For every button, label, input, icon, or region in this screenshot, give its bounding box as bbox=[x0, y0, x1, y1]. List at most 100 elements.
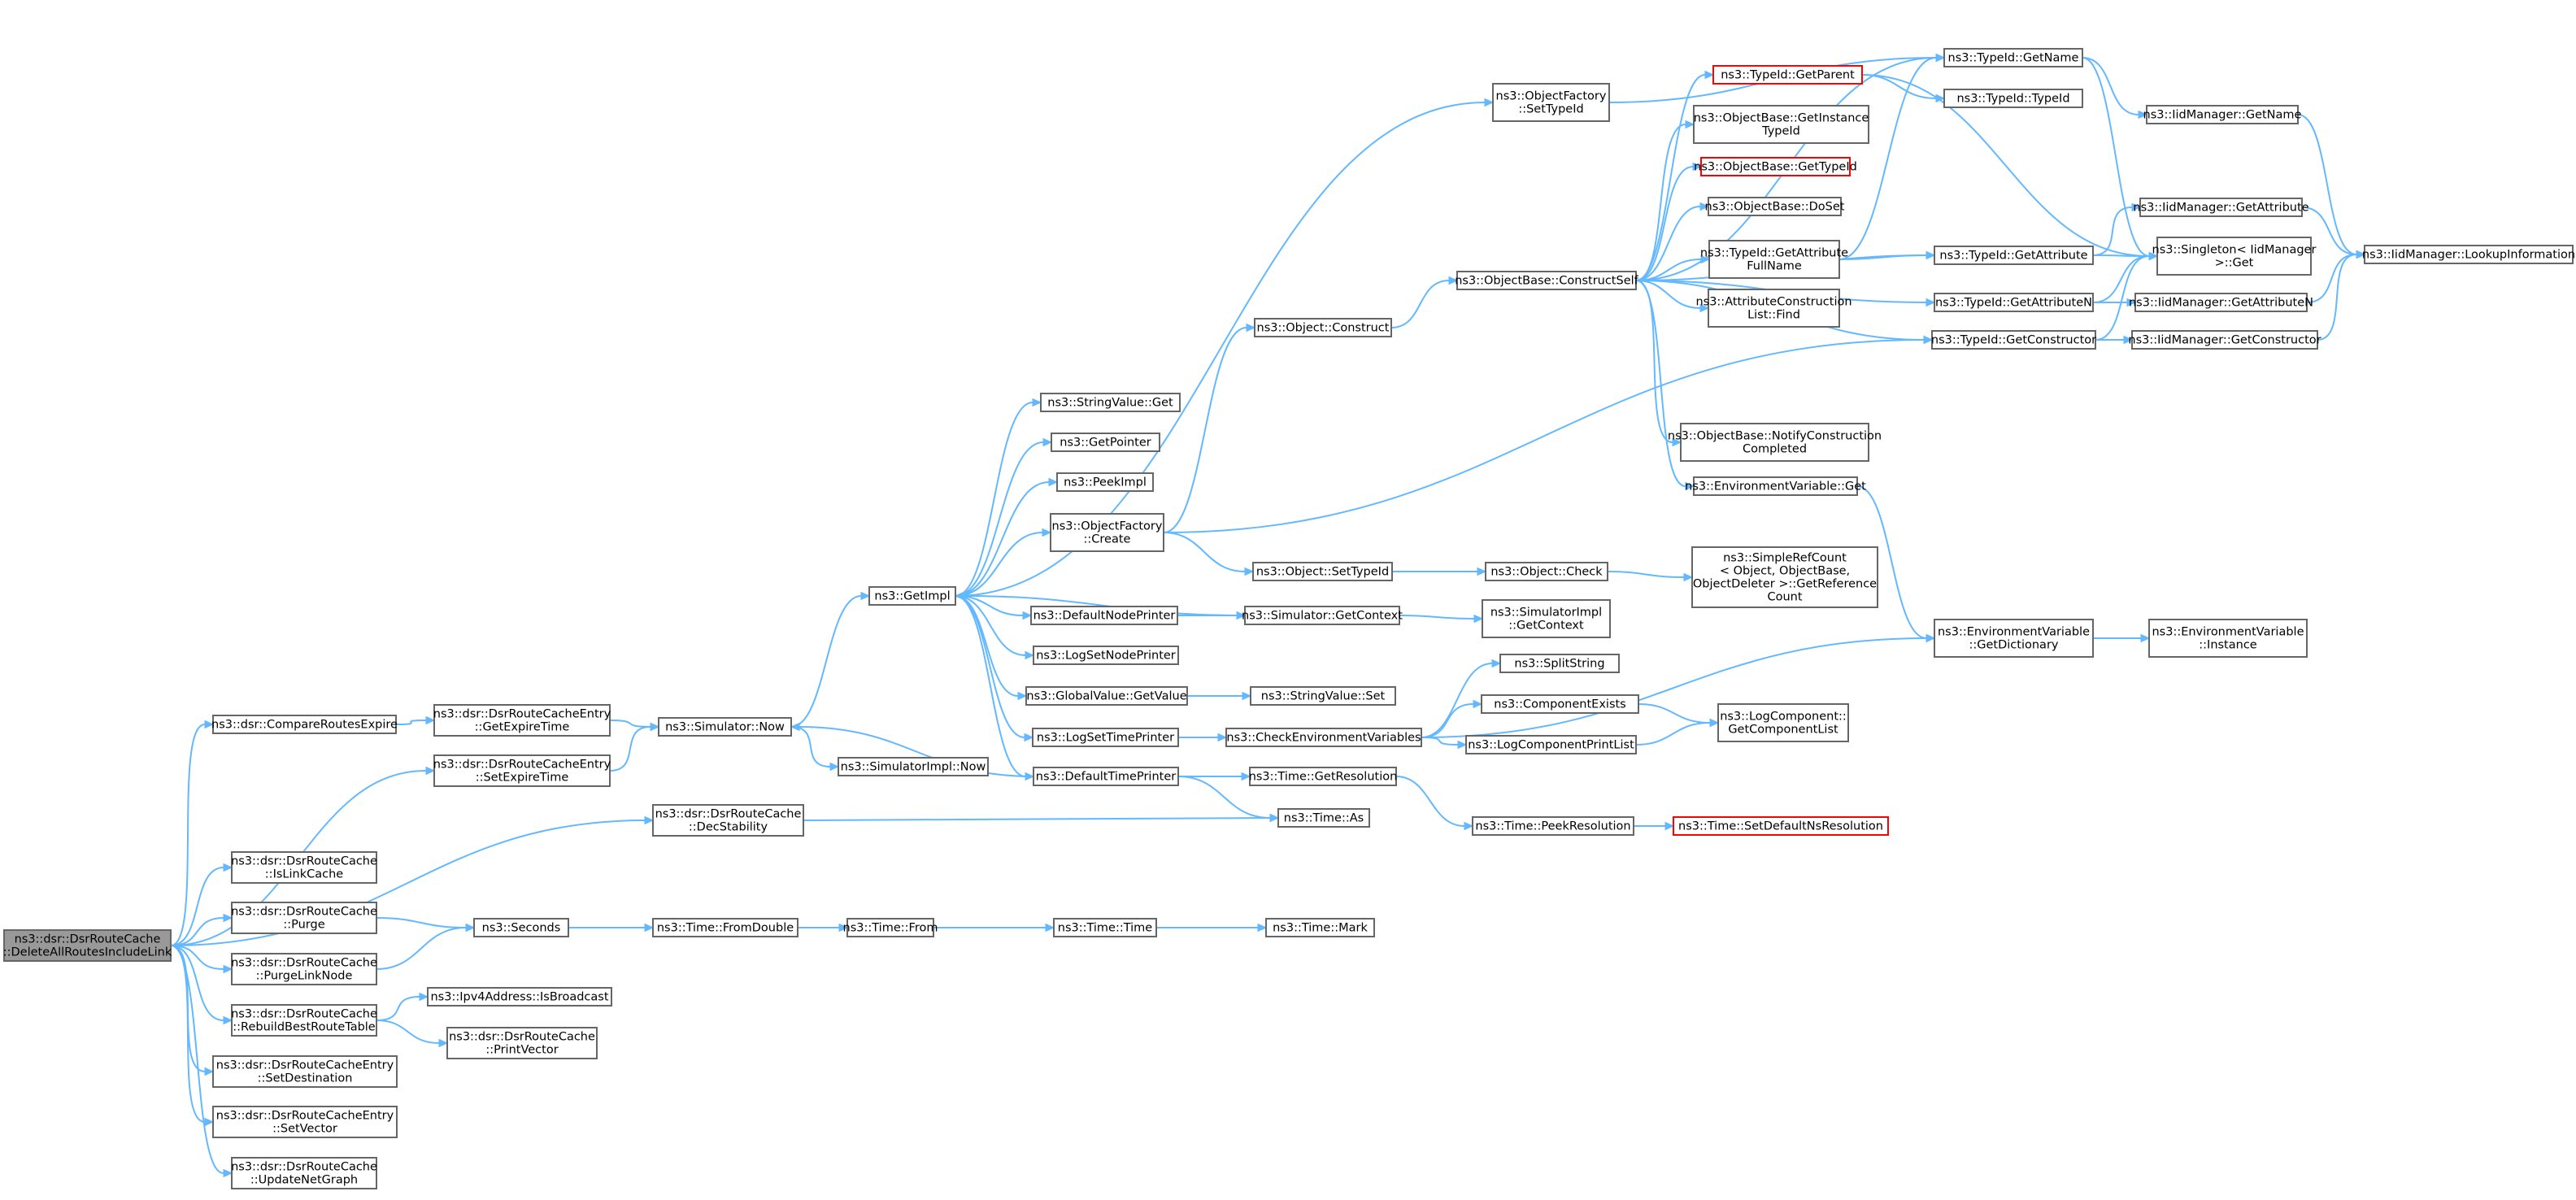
graph-node-ns3-iidmanager-getattribute[interactable]: ns3::IidManager::GetAttribute bbox=[2133, 198, 2309, 217]
graph-node-ns3-dsr-dsrroutecache-purge[interactable]: ns3::dsr::DsrRouteCache::Purge bbox=[231, 902, 377, 934]
graph-node-ns3-time-time[interactable]: ns3::Time::Time bbox=[1053, 918, 1157, 937]
graph-node-ns3-logcomponentprintlist[interactable]: ns3::LogComponentPrintList bbox=[1465, 735, 1637, 754]
graph-node-box[interactable] bbox=[1708, 289, 1840, 328]
graph-node-box[interactable] bbox=[1673, 816, 1889, 836]
graph-node-ns3-time-setdefaultnsresolution[interactable]: ns3::Time::SetDefaultNsResolution bbox=[1673, 816, 1889, 836]
graph-node-box[interactable] bbox=[868, 586, 956, 606]
graph-node-box[interactable] bbox=[1456, 271, 1637, 290]
graph-node-box[interactable] bbox=[433, 704, 611, 737]
graph-node-box[interactable] bbox=[212, 715, 397, 734]
graph-node-box[interactable] bbox=[212, 1055, 398, 1088]
graph-node-box[interactable] bbox=[1943, 48, 2083, 67]
graph-node-box[interactable] bbox=[1033, 767, 1179, 786]
graph-node-box[interactable] bbox=[1708, 197, 1842, 216]
graph-node-ns3-objectbase-doset[interactable]: ns3::ObjectBase::DoSet bbox=[1705, 197, 1845, 216]
graph-node-ns3-iidmanager-getname[interactable]: ns3::IidManager::GetName bbox=[2143, 105, 2302, 124]
graph-node-box[interactable] bbox=[1225, 728, 1422, 747]
graph-node-ns3-dsr-compareroutesexpire[interactable]: ns3::dsr::CompareRoutesExpire bbox=[211, 715, 398, 734]
graph-node-ns3-time-as[interactable]: ns3::Time::As bbox=[1277, 808, 1370, 828]
graph-node-box[interactable] bbox=[1691, 546, 1878, 608]
graph-node-box[interactable] bbox=[2134, 293, 2308, 312]
graph-node-box[interactable] bbox=[652, 918, 798, 937]
graph-node-box[interactable] bbox=[1712, 65, 1863, 85]
graph-node-ns3-typeid-getattribute[interactable]: ns3::TypeId::GetAttribute bbox=[1934, 246, 2094, 265]
graph-node-ns3-simulator-now[interactable]: ns3::Simulator::Now bbox=[658, 717, 792, 737]
graph-node-ns3-environmentvariable-instance[interactable]: ns3::EnvironmentVariable::Instance bbox=[2148, 619, 2308, 658]
graph-node-box[interactable] bbox=[1025, 686, 1188, 706]
graph-node-box[interactable] bbox=[1249, 767, 1397, 786]
graph-node-box[interactable] bbox=[1050, 513, 1164, 552]
graph-node-ns3-dsr-dsrroutecache-purgelinknode[interactable]: ns3::dsr::DsrRouteCache::PurgeLinkNode bbox=[231, 953, 377, 985]
graph-node-ns3-logsettimeprinter[interactable]: ns3::LogSetTimePrinter bbox=[1032, 728, 1179, 747]
graph-node-box[interactable] bbox=[1465, 735, 1637, 754]
graph-node-box[interactable] bbox=[1482, 599, 1611, 638]
graph-node-ns3-simulatorimpl-getcontext[interactable]: ns3::SimulatorImpl::GetContext bbox=[1482, 599, 1611, 638]
graph-node-box[interactable] bbox=[1252, 562, 1393, 581]
graph-node-box[interactable] bbox=[2148, 619, 2308, 658]
graph-node-box[interactable] bbox=[1693, 105, 1869, 144]
graph-node-box[interactable] bbox=[652, 804, 804, 837]
graph-node-box[interactable] bbox=[1693, 476, 1858, 496]
graph-node-ns3-environmentvariable-getdictionary[interactable]: ns3::EnvironmentVariable::GetDictionary bbox=[1934, 619, 2094, 658]
graph-node-ns3-objectbase-gettypeid[interactable]: ns3::ObjectBase::GetTypeId bbox=[1694, 157, 1857, 176]
graph-node-ns3-typeid-getattributen[interactable]: ns3::TypeId::GetAttributeN bbox=[1934, 293, 2094, 312]
graph-node-box[interactable] bbox=[1708, 240, 1840, 279]
graph-node-box[interactable] bbox=[1492, 83, 1610, 122]
graph-node-box[interactable] bbox=[1472, 816, 1634, 836]
graph-node-ns3-simulatorimpl-now[interactable]: ns3::SimulatorImpl::Now bbox=[838, 757, 989, 776]
graph-node-ns3-logcomponent-getcomponentlist[interactable]: ns3::LogComponent::GetComponentList bbox=[1717, 703, 1849, 742]
graph-node-ns3-defaulttimeprinter[interactable]: ns3::DefaultTimePrinter bbox=[1033, 767, 1179, 786]
graph-node-ns3-typeid-getconstructor[interactable]: ns3::TypeId::GetConstructor bbox=[1931, 330, 2096, 350]
graph-node-box[interactable] bbox=[473, 918, 569, 937]
graph-node-box[interactable] bbox=[446, 1027, 598, 1059]
graph-node-box[interactable] bbox=[212, 1106, 398, 1138]
graph-node-box[interactable] bbox=[1277, 808, 1370, 828]
graph-node-ns3-dsr-dsrroutecache-deleteallroutesincludelink[interactable]: ns3::dsr::DsrRouteCache::DeleteAllRoutes… bbox=[3, 929, 172, 962]
graph-node-ns3-time-fromdouble[interactable]: ns3::Time::FromDouble bbox=[652, 918, 798, 937]
graph-node-box[interactable] bbox=[1051, 433, 1160, 452]
graph-node-box[interactable] bbox=[1032, 728, 1179, 747]
graph-node-box[interactable] bbox=[231, 1157, 377, 1189]
graph-node-box[interactable] bbox=[1931, 330, 2096, 350]
graph-node-ns3-simplerefcount-object-objectbase-objectdeleter-getreference-count[interactable]: ns3::SimpleRefCount< Object, ObjectBase,… bbox=[1691, 546, 1878, 608]
graph-node-box[interactable] bbox=[1717, 703, 1849, 742]
graph-node-ns3-objectfactory-settypeid[interactable]: ns3::ObjectFactory::SetTypeId bbox=[1492, 83, 1610, 122]
graph-node-ns3-typeid-getparent[interactable]: ns3::TypeId::GetParent bbox=[1712, 65, 1863, 85]
graph-node-ns3-time-mark[interactable]: ns3::Time::Mark bbox=[1265, 918, 1375, 937]
graph-node-box[interactable] bbox=[1485, 562, 1608, 581]
graph-node-ns3-typeid-typeid[interactable]: ns3::TypeId::TypeId bbox=[1943, 89, 2083, 108]
graph-node-box[interactable] bbox=[846, 918, 934, 937]
graph-node-ns3-stringvalue-set[interactable]: ns3::StringValue::Set bbox=[1250, 686, 1396, 706]
graph-node-box[interactable] bbox=[2139, 198, 2303, 217]
graph-node-ns3-dsr-dsrroutecache-islinkcache[interactable]: ns3::dsr::DsrRouteCache::IsLinkCache bbox=[231, 851, 377, 884]
graph-node-ns3-logsetnodeprinter[interactable]: ns3::LogSetNodePrinter bbox=[1033, 646, 1179, 665]
graph-node-box[interactable] bbox=[1030, 606, 1178, 625]
graph-node-ns3-stringvalue-get[interactable]: ns3::StringValue::Get bbox=[1040, 393, 1181, 412]
graph-node-ns3-time-from[interactable]: ns3::Time::From bbox=[843, 918, 938, 937]
graph-node-ns3-dsr-dsrroutecache-rebuildbestroutetable[interactable]: ns3::dsr::DsrRouteCache::RebuildBestRout… bbox=[231, 1004, 377, 1037]
graph-node-ns3-time-peekresolution[interactable]: ns3::Time::PeekResolution bbox=[1472, 816, 1634, 836]
graph-node-ns3-dsr-dsrroutecache-decstability[interactable]: ns3::dsr::DsrRouteCache::DecStability bbox=[652, 804, 804, 837]
graph-node-ns3-checkenvironmentvariables[interactable]: ns3::CheckEnvironmentVariables bbox=[1225, 728, 1422, 747]
graph-node-ns3-time-getresolution[interactable]: ns3::Time::GetResolution bbox=[1249, 767, 1398, 786]
graph-node-box[interactable] bbox=[231, 851, 377, 884]
graph-node-box[interactable] bbox=[1254, 318, 1392, 337]
graph-node-ns3-singleton-iidmanager-get[interactable]: ns3::Singleton< IidManager>::Get bbox=[2152, 237, 2317, 276]
graph-node-box[interactable] bbox=[231, 902, 377, 934]
graph-node-box[interactable] bbox=[231, 953, 377, 985]
graph-node-ns3-objectbase-constructself[interactable]: ns3::ObjectBase::ConstructSelf bbox=[1455, 271, 1639, 290]
graph-node-box[interactable] bbox=[2364, 245, 2574, 264]
graph-node-ns3-getpointer[interactable]: ns3::GetPointer bbox=[1051, 433, 1160, 452]
graph-node-box[interactable] bbox=[3, 929, 172, 962]
graph-node-box[interactable] bbox=[1943, 89, 2083, 108]
graph-node-ns3-simulator-getcontext[interactable]: ns3::Simulator::GetContext bbox=[1242, 606, 1403, 625]
graph-node-box[interactable] bbox=[1934, 246, 2094, 265]
graph-node-box[interactable] bbox=[1056, 472, 1154, 492]
graph-node-ns3-object-check[interactable]: ns3::Object::Check bbox=[1485, 562, 1608, 581]
graph-node-box[interactable] bbox=[1244, 606, 1400, 625]
graph-node-box[interactable] bbox=[1053, 918, 1157, 937]
graph-node-ns3-objectbase-notifyconstruction-completed[interactable]: ns3::ObjectBase::NotifyConstructionCompl… bbox=[1668, 423, 1882, 462]
graph-node-ns3-iidmanager-getconstructor[interactable]: ns3::IidManager::GetConstructor bbox=[2128, 330, 2321, 350]
